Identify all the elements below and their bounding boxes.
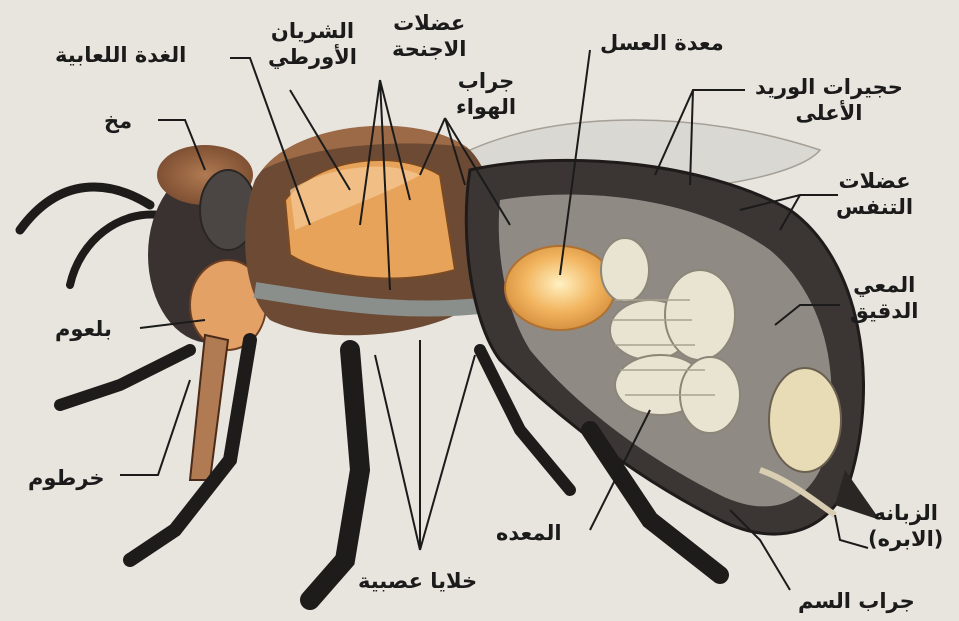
- label-venom-sac: جراب السم: [798, 588, 915, 614]
- label-air-sac: جراب الهواء: [456, 68, 516, 120]
- label-upper-vein-chambers: حجيرات الوريد الأعلى: [755, 74, 903, 126]
- label-aorta: الشريان الأورطي: [268, 18, 357, 70]
- antenna-upper: [20, 187, 150, 230]
- label-honey-stomach: معدة العسل: [600, 30, 724, 56]
- label-sting-line2: (الابره): [868, 526, 943, 552]
- label-wing-muscles-line2: الاجنحة: [392, 36, 466, 62]
- label-brain: مخ: [104, 108, 132, 134]
- label-breathing-line2: التنفس: [836, 194, 913, 220]
- label-breathing-line1: عضلات: [836, 168, 913, 194]
- label-upper-vein-line1: حجيرات الوريد: [755, 74, 903, 100]
- antenna-lower: [70, 214, 160, 285]
- label-pharynx: بلعوم: [55, 316, 112, 342]
- label-intestine-line1: المعي: [850, 272, 918, 298]
- label-upper-vein-line2: الأعلى: [755, 100, 903, 126]
- label-aorta-line1: الشريان: [268, 18, 357, 44]
- label-wing-muscles: عضلات الاجنحة: [392, 10, 466, 62]
- label-small-intestine: المعي الدقيق: [850, 272, 918, 324]
- label-proboscis: خرطوم: [28, 465, 105, 491]
- label-nerve-cells: خلايا عصبية: [358, 568, 477, 594]
- label-stomach: المعده: [496, 520, 562, 546]
- label-wing-muscles-line1: عضلات: [392, 10, 466, 36]
- label-sting-line1: الزبانه: [868, 500, 943, 526]
- label-air-sac-line2: الهواء: [456, 94, 516, 120]
- rectum: [769, 368, 841, 472]
- label-breathing-muscles: عضلات التنفس: [836, 168, 913, 220]
- proboscis: [190, 335, 228, 480]
- honey-stomach: [505, 246, 615, 330]
- label-air-sac-line1: جراب: [456, 68, 516, 94]
- label-intestine-line2: الدقيق: [850, 298, 918, 324]
- label-aorta-line2: الأورطي: [268, 44, 357, 70]
- label-salivary-gland: الغدة اللعابية: [55, 42, 186, 68]
- label-sting: الزبانه (الابره): [868, 500, 943, 552]
